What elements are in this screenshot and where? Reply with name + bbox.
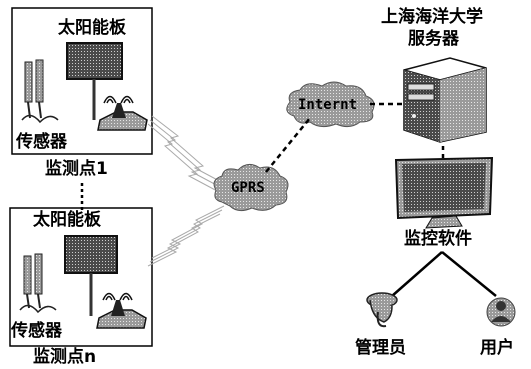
site-n-solar-panel-label: 太阳能板	[33, 210, 101, 230]
server-label-line1: 上海海洋大学	[381, 7, 483, 27]
monitoring-software-label: 监控软件	[404, 229, 472, 249]
software-user-link	[441, 251, 497, 297]
wireless-transmitter-icon	[96, 292, 147, 329]
site-n-label: 监测点n	[33, 347, 97, 367]
server-label-line2: 服务器	[408, 29, 459, 49]
solar-panel-icon	[64, 235, 118, 316]
sensor-probe-icon	[19, 253, 57, 314]
gprs-internet-link	[265, 117, 311, 173]
admin-label: 管理员	[355, 338, 406, 358]
user-label: 用户	[480, 338, 514, 358]
gprs-cloud-icon	[213, 164, 289, 212]
monitor-icon	[394, 156, 494, 229]
internet-cloud-icon	[286, 81, 375, 128]
user-icon	[486, 297, 516, 327]
solar-panel-icon	[66, 42, 123, 120]
software-admin-link	[391, 251, 443, 297]
wireless-link-icon	[147, 115, 226, 193]
site-n-sensor-label: 传感器	[11, 321, 62, 341]
gprs-label: GPRS	[231, 180, 265, 196]
site-1-label: 监测点1	[45, 159, 108, 179]
site-1-solar-panel-label: 太阳能板	[58, 18, 126, 38]
admin-icon	[366, 292, 398, 328]
internet-label: Internt	[298, 97, 358, 113]
wireless-link-icon	[147, 205, 225, 267]
site-1-sensor-label: 传感器	[16, 132, 67, 152]
server-icon	[403, 57, 487, 143]
wireless-transmitter-icon	[97, 95, 148, 131]
sensor-probe-icon	[21, 59, 59, 124]
